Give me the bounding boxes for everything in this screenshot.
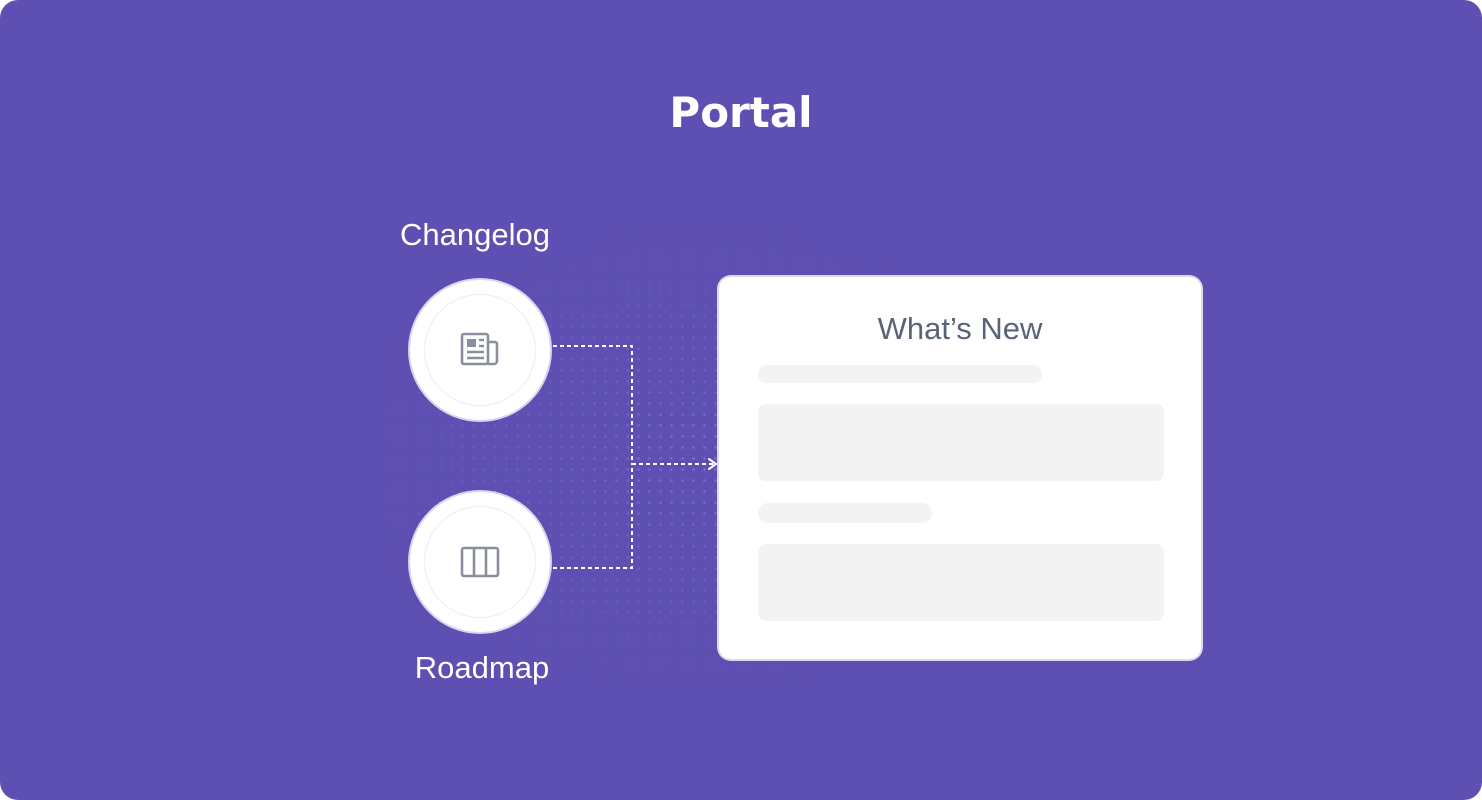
placeholder-line-1 [758,365,1042,383]
whats-new-card[interactable]: What’s New [719,277,1201,659]
changelog-label: Changelog [400,217,550,252]
placeholder-line-2 [758,503,932,523]
newspaper-icon [460,332,499,366]
changelog-node-ring [424,294,536,406]
roadmap-label: Roadmap [414,650,550,685]
page-title: Portal [669,88,813,137]
whats-new-title: What’s New [877,311,1043,346]
roadmap-connector [553,464,633,569]
changelog-node[interactable] [410,280,550,420]
placeholder-block-1 [758,404,1164,481]
columns-board-icon [460,546,500,578]
arrow-head-icon [708,458,717,470]
placeholder-block-2 [758,544,1164,621]
changelog-connector [553,345,633,464]
roadmap-node[interactable] [410,492,550,632]
roadmap-node-ring [424,506,536,618]
